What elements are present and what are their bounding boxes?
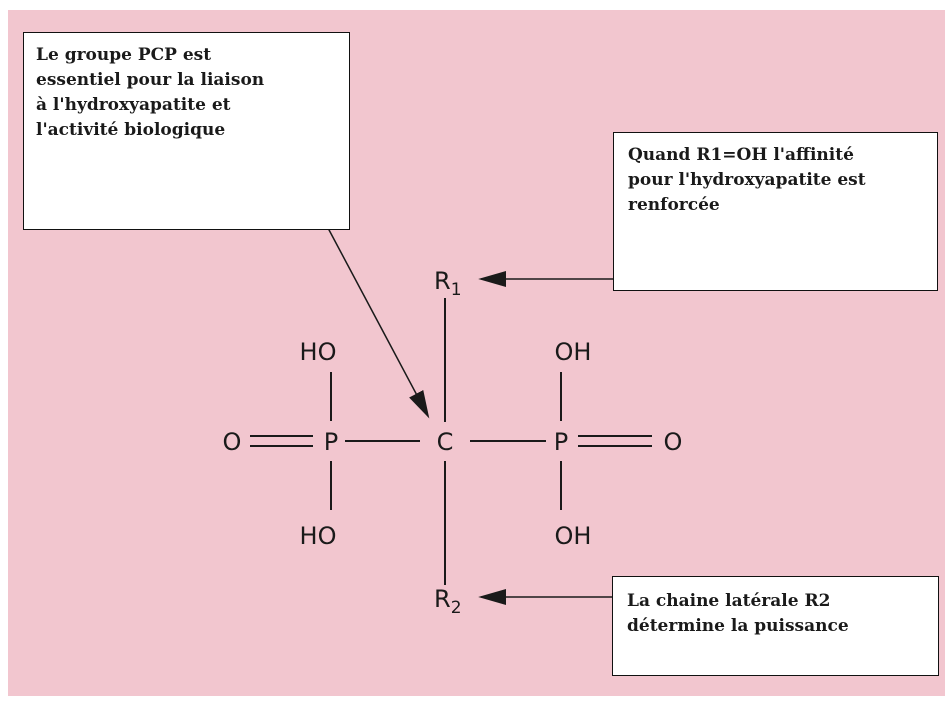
pcp-group-annotation: Le groupe PCP est essentiel pour la liai… <box>23 32 350 230</box>
atom-carbon: C <box>437 428 454 456</box>
atom-oh-bottom-right: OH <box>555 522 592 550</box>
atom-phosphorus-left: P <box>324 428 338 456</box>
atom-ho-top-left: HO <box>300 338 337 366</box>
r1-subscript: 1 <box>451 280 462 300</box>
atom-phosphorus-right: P <box>554 428 568 456</box>
r2-letter: R <box>434 585 451 613</box>
r1-letter: R <box>434 267 451 295</box>
r1-annotation: Quand R1=OH l'affinité pour l'hydroxyapa… <box>613 132 938 291</box>
atom-oxygen-left: O <box>223 428 242 456</box>
atom-oh-top-right: OH <box>555 338 592 366</box>
atom-r2: R2 <box>434 585 462 618</box>
r2-subscript: 2 <box>451 598 462 618</box>
atom-oxygen-right: O <box>664 428 683 456</box>
r2-annotation: La chaine latérale R2 détermine la puiss… <box>612 576 939 676</box>
atom-r1: R1 <box>434 267 462 300</box>
arrow-pcp-to-carbon <box>327 227 430 419</box>
atom-ho-bottom-left: HO <box>300 522 337 550</box>
